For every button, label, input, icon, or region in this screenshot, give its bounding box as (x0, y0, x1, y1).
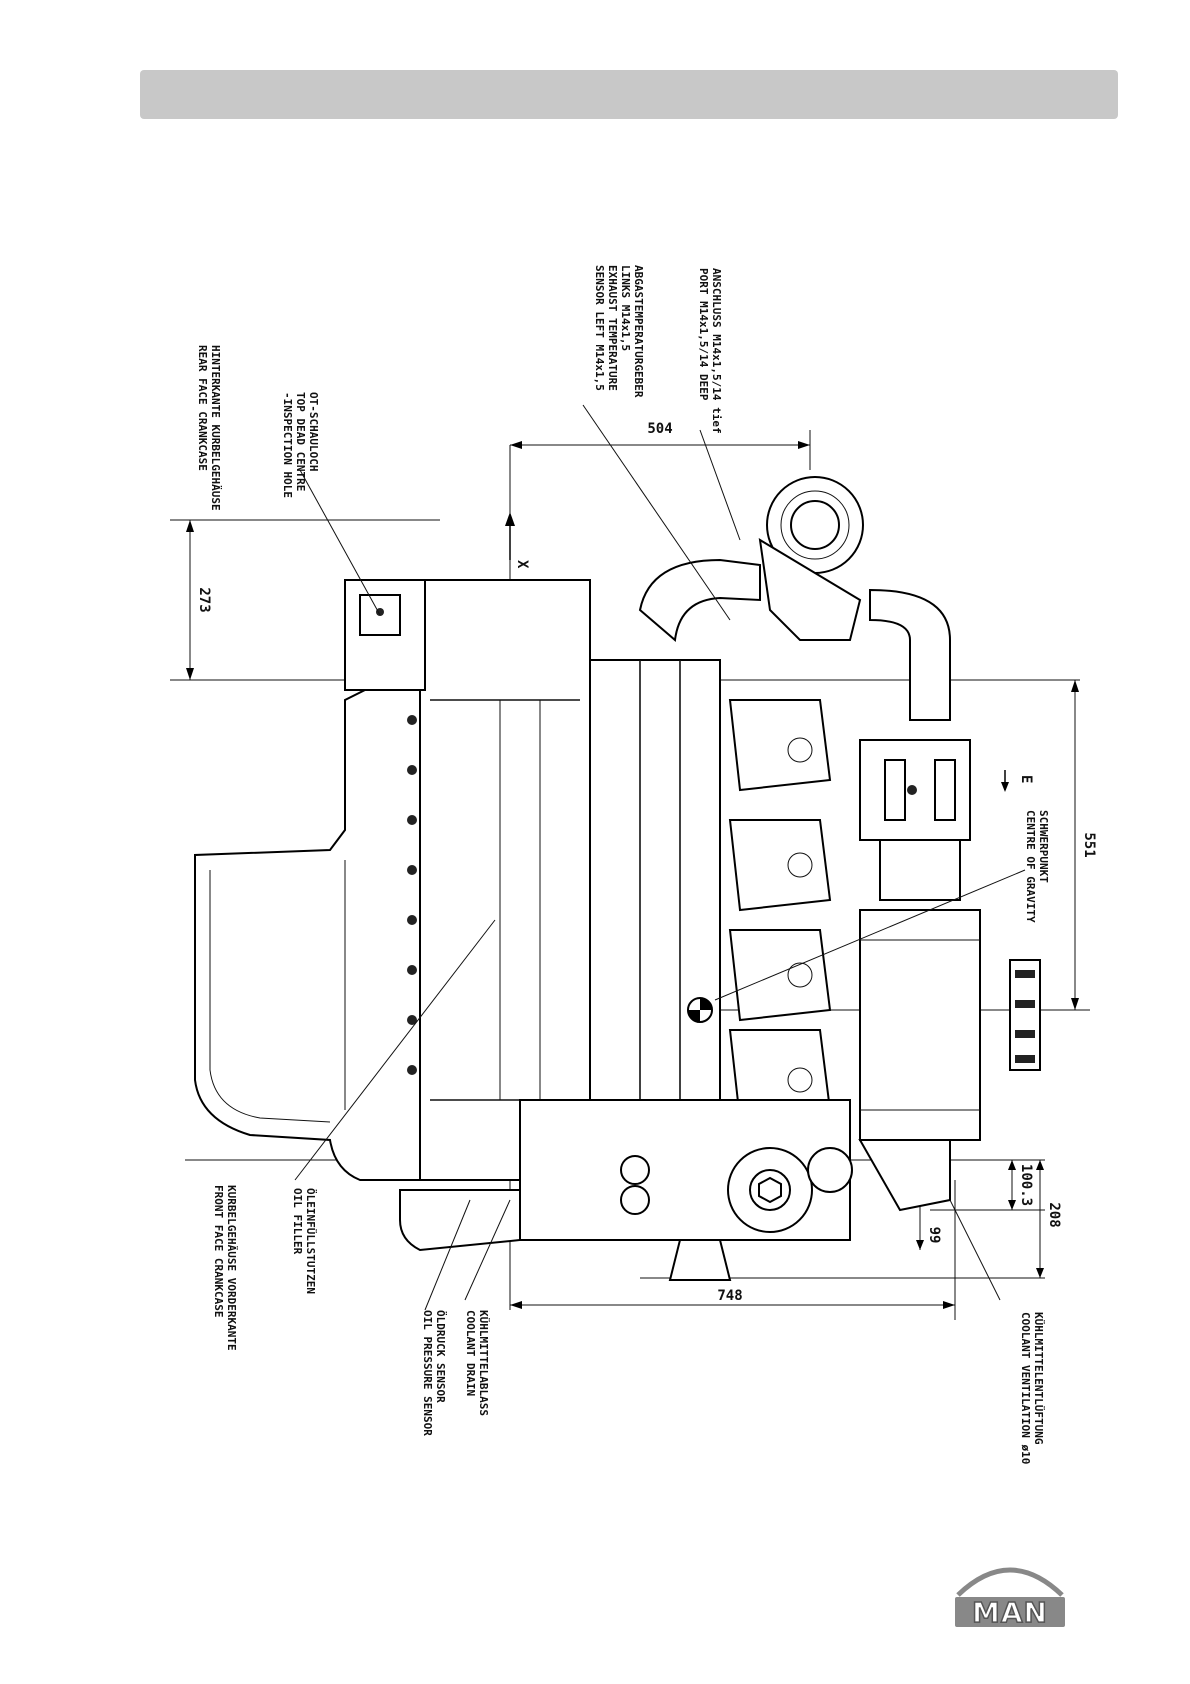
dim-273-text: 273 (196, 587, 212, 612)
dim-99-text: 99 (926, 1227, 942, 1244)
label-oil-pressure: ÖLDRUCK SENSOR OIL PRESSURE SENSOR (421, 1310, 448, 1436)
label-front-face: KURBELGEHÄUSE VORDERKANTE FRONT FACE CRA… (212, 1185, 239, 1351)
dim-208-text: 208 (1046, 1202, 1062, 1227)
svg-text:REAR FACE CRANKCASE: REAR FACE CRANKCASE (196, 345, 209, 471)
exhaust-manifold (728, 699, 832, 1122)
svg-text:PORT M14x1,5/14 DEEP: PORT M14x1,5/14 DEEP (697, 268, 710, 401)
svg-text:KÜHLMITTELABLASS: KÜHLMITTELABLASS (477, 1310, 491, 1416)
label-exhaust-sensor: ABGASTEMPERATURGEBER LINKS M14x1,5 EXHAU… (593, 265, 645, 398)
svg-text:-INSPECTION HOLE: -INSPECTION HOLE (281, 392, 294, 498)
dim-504-text: 504 (647, 421, 672, 437)
dim-748: 748 (510, 1180, 956, 1320)
svg-text:ANSCHLUSS M14x1,5/14 tief: ANSCHLUSS M14x1,5/14 tief (710, 268, 723, 434)
label-centre-of-gravity: SCHWERPUNKT CENTRE OF GRAVITY E (1018, 775, 1050, 923)
svg-text:ÖLEINFÜLLSTUTZEN: ÖLEINFÜLLSTUTZEN (304, 1188, 318, 1294)
svg-text:OT-SCHAULOCH: OT-SCHAULOCH (307, 392, 320, 471)
label-oil-filler: ÖLEINFÜLLSTUTZEN OIL FILLER (291, 1188, 318, 1294)
front-end (399, 1099, 951, 1281)
label-port: ANSCHLUSS M14x1,5/14 tief PORT M14x1,5/1… (697, 268, 723, 434)
header-bar (140, 70, 1118, 119)
svg-text:OIL FILLER: OIL FILLER (291, 1188, 304, 1255)
svg-text:HINTERKANTE KURBELGEHÄUSE: HINTERKANTE KURBELGEHÄUSE (209, 345, 223, 511)
svg-text:TOP DEAD CENTRE: TOP DEAD CENTRE (294, 392, 307, 491)
dim-748-text: 748 (717, 1288, 742, 1304)
label-coolant-drain: KÜHLMITTELABLASS COOLANT DRAIN (464, 1310, 491, 1416)
turbocharger (638, 476, 951, 721)
svg-text:KÜHLMITTELENTLÜFTUNG: KÜHLMITTELENTLÜFTUNG (1032, 1312, 1046, 1445)
svg-text:SENSOR LEFT M14x1,5: SENSOR LEFT M14x1,5 (593, 265, 606, 391)
svg-text:SCHWERPUNKT: SCHWERPUNKT (1037, 810, 1050, 883)
svg-text:OIL PRESSURE SENSOR: OIL PRESSURE SENSOR (421, 1310, 434, 1436)
svg-text:ÖLDRUCK SENSOR: ÖLDRUCK SENSOR (434, 1310, 448, 1403)
svg-text:LINKS M14x1,5: LINKS M14x1,5 (619, 265, 632, 351)
dim-551-text: 551 (1081, 832, 1097, 857)
svg-text:FRONT FACE CRANKCASE: FRONT FACE CRANKCASE (212, 1185, 225, 1317)
label-tdc: OT-SCHAULOCH TOP DEAD CENTRE -INSPECTION… (281, 392, 320, 498)
svg-text:ABGASTEMPERATURGEBER: ABGASTEMPERATURGEBER (632, 265, 645, 398)
engine-body (194, 476, 1041, 1281)
svg-text:EXHAUST TEMPERATURE: EXHAUST TEMPERATURE (606, 265, 619, 391)
x-axis-arrow: X (505, 512, 530, 569)
svg-text:KURBELGEHÄUSE VORDERKANTE: KURBELGEHÄUSE VORDERKANTE (225, 1185, 239, 1351)
dim-100-3-text: 100.3 (1018, 1164, 1034, 1206)
man-logo: MAN (955, 1567, 1065, 1630)
charge-air-box (859, 739, 1041, 1141)
x-axis-label: X (514, 560, 530, 569)
man-logo-text: MAN (972, 1596, 1048, 1629)
label-rear-face: HINTERKANTE KURBELGEHÄUSE REAR FACE CRAN… (196, 345, 223, 511)
leader-lines (294, 404, 1026, 1311)
svg-text:COOLANT DRAIN: COOLANT DRAIN (464, 1310, 477, 1396)
label-coolant-ventilation: KÜHLMITTELENTLÜFTUNG COOLANT VENTILATION… (1019, 1312, 1046, 1464)
arrow-e-label: E (1018, 775, 1034, 783)
svg-text:CENTRE OF GRAVITY: CENTRE OF GRAVITY (1024, 810, 1037, 923)
svg-text:COOLANT VENTILATION ø10: COOLANT VENTILATION ø10 (1019, 1312, 1032, 1464)
